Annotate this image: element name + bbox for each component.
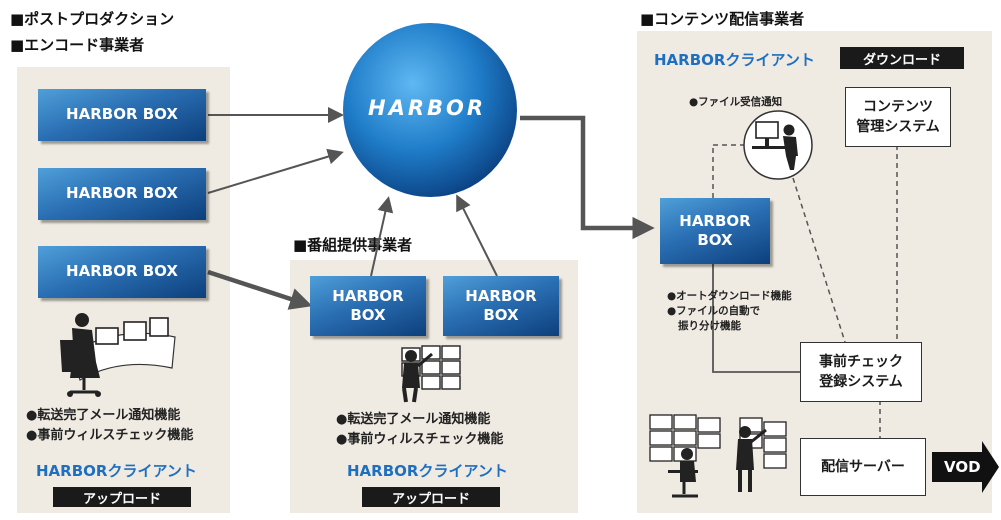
operator-desk-illustration: [60, 313, 176, 397]
middle-harbor-box-2: HARBOR BOX: [443, 276, 559, 336]
left-feature-mail: ●転送完了メール通知機能: [26, 408, 181, 423]
harbor-box-3: HARBOR BOX: [38, 246, 206, 298]
left-client-label: HARBORクライアント: [36, 462, 197, 480]
harbor-hub: [343, 23, 517, 197]
distributor-harbor-box: HARBOR BOX: [660, 198, 770, 264]
vod-arrow: [932, 441, 999, 493]
middle-client-label: HARBORクライアント: [347, 462, 508, 480]
left-feature-virus: ●事前ウィルスチェック機能: [26, 428, 194, 444]
left-upload-tag: アップロード: [53, 487, 191, 507]
vod-label: VOD: [944, 458, 981, 476]
right-client-label: HARBORクライアント: [654, 51, 815, 69]
precheck-registration-system: 事前チェック 登録システム: [800, 342, 922, 402]
arrow-hub-to-distributor: [520, 115, 655, 240]
auto-feature-list: ●オートダウンロード機能 ●ファイルの自動で 振り分け機能: [667, 289, 792, 335]
middle-upload-tag: アップロード: [362, 487, 500, 507]
harbor-logo: HARBOR: [368, 96, 487, 120]
middle-feature-virus: ●事前ウィルスチェック機能: [336, 432, 504, 448]
middle-feature-mail: ●転送完了メール通知機能: [336, 412, 491, 427]
line-box-to-precheck: [712, 264, 800, 373]
file-receive-notify: ●ファイル受信通知: [689, 96, 783, 108]
arrow-middle2-to-hub: [456, 194, 498, 277]
section-title-program-provider: ■番組提供事業者: [293, 236, 413, 254]
harbor-box-1: HARBOR BOX: [38, 89, 206, 141]
harbor-box-2: HARBOR BOX: [38, 168, 206, 220]
dashed-notify-to-precheck: [792, 177, 846, 343]
control-room-illustration: [649, 414, 787, 498]
right-download-tag: ダウンロード: [840, 47, 964, 69]
operator-circle-illustration: [743, 110, 813, 180]
section-title-encode: ■エンコード事業者: [10, 36, 145, 54]
middle-feature-list: ●転送完了メール通知機能 ●事前ウィルスチェック機能: [336, 410, 503, 450]
arrow-box3-to-middle: [207, 269, 313, 310]
section-title-content-distributor: ■コンテンツ配信事業者: [640, 10, 805, 28]
section-title-post-production: ■ポストプロダクション: [10, 10, 175, 28]
arrow-box2-to-hub: [207, 148, 344, 194]
video-wall-illustration: [401, 345, 461, 403]
auto-download-feature: ●オートダウンロード機能: [667, 290, 792, 302]
delivery-server: 配信サーバー: [800, 438, 926, 496]
left-feature-list: ●転送完了メール通知機能 ●事前ウィルスチェック機能: [26, 406, 193, 446]
auto-sort-feature-cont: 振り分け機能: [678, 320, 741, 333]
arrow-middle1-to-hub: [370, 196, 394, 277]
middle-harbor-box-1: HARBOR BOX: [310, 276, 426, 336]
content-management-system: コンテンツ 管理システム: [845, 87, 951, 147]
auto-sort-feature: ●ファイルの自動で: [667, 305, 761, 318]
